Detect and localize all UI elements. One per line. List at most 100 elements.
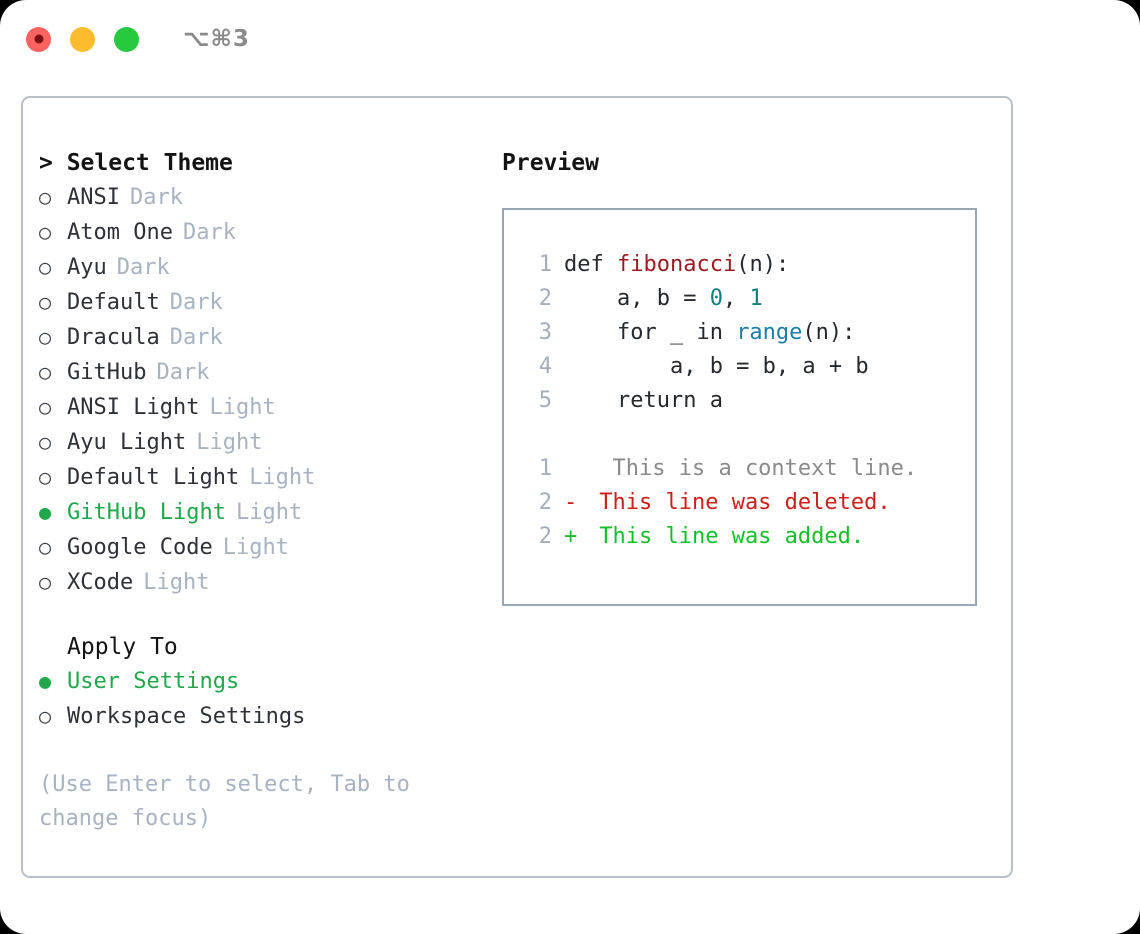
theme-option-variant-tag: Light <box>209 395 276 420</box>
code-line: 2 a, b = 0, 1 <box>522 282 975 316</box>
theme-option-label: Dracula <box>67 325 160 350</box>
theme-option-label: Ayu <box>67 255 107 280</box>
theme-option-label: Ayu Light <box>67 430 187 455</box>
radio-unselected-icon: ○ <box>39 465 52 489</box>
token-plain: return a <box>564 388 723 413</box>
title-bar: ⌥⌘3 <box>0 0 1140 78</box>
token-number: 1 <box>749 286 763 311</box>
diff-line-text: This is a context line. <box>586 456 918 481</box>
code-diff-spacer <box>522 418 975 452</box>
theme-option-label: GitHub <box>67 360 147 385</box>
token-plain: def <box>564 252 617 277</box>
code-line-text: return a <box>564 384 723 418</box>
diff-line-number: 2 <box>538 490 552 515</box>
theme-option-label: ANSI <box>67 185 120 210</box>
theme-option-label: Google Code <box>67 535 213 560</box>
theme-option-4[interactable]: ○ Dracula Dark <box>39 320 489 355</box>
radio-unselected-icon: ○ <box>39 430 52 454</box>
theme-option-variant-tag: Light <box>143 570 210 595</box>
radio-selected-icon: ● <box>39 500 52 524</box>
code-line-text: a, b = b, a + b <box>564 350 869 384</box>
theme-option-2[interactable]: ○ Ayu Dark <box>39 250 489 285</box>
recording-indicator-icon <box>34 34 43 44</box>
theme-option-label: ANSI Light <box>67 395 200 420</box>
token-plain: (n): <box>736 252 790 277</box>
apply-to-block: Apply To ● User Settings ○Workspace Settin… <box>39 630 489 734</box>
theme-option-label: Default Light <box>67 465 240 490</box>
code-line-text: for _ in range(n): <box>564 316 855 350</box>
radio-unselected-icon: ○ <box>39 360 52 384</box>
apply-option-1[interactable]: ○Workspace Settings <box>39 699 489 734</box>
theme-option-8[interactable]: ○ Default Light Light <box>39 460 489 495</box>
diff-line-number: 1 <box>538 456 552 481</box>
theme-option-7[interactable]: ○ Ayu Light Light <box>39 425 489 460</box>
diff-marker <box>564 452 586 486</box>
theme-option-label: Atom One <box>67 220 173 245</box>
diff-sample: 1 This is a context line.2- This line wa… <box>522 452 975 554</box>
radio-unselected-icon: ○ <box>39 325 52 349</box>
maximize-button[interactable] <box>114 26 139 52</box>
token-plain: , <box>722 286 750 311</box>
apply-option-label: User Settings <box>67 669 240 694</box>
theme-option-variant-tag: Light <box>249 465 316 490</box>
diff-line-add: 2 + This line was added. <box>522 520 975 554</box>
radio-selected-icon: ● <box>39 669 52 693</box>
preview-title: Preview <box>502 150 599 176</box>
code-line: 3 for _ in range(n): <box>522 316 975 350</box>
theme-option-variant-tag: Dark <box>116 255 170 280</box>
theme-option-label: GitHub Light <box>67 500 226 525</box>
code-line-text: def fibonacci(n): <box>564 248 789 282</box>
diff-line-number: 2 <box>538 524 552 549</box>
apply-to-header: Apply To <box>67 634 178 660</box>
minimize-button[interactable] <box>70 26 95 52</box>
diff-line-ctx: 1 This is a context line. <box>522 452 975 486</box>
theme-option-variant-tag: Dark <box>182 220 236 245</box>
diff-marker: + <box>564 524 578 549</box>
code-line-number: 4 <box>538 354 552 379</box>
theme-option-variant-tag: Dark <box>156 360 210 385</box>
theme-option-variant-tag: Light <box>196 430 263 455</box>
diff-line-text: This line was deleted. <box>586 490 891 515</box>
radio-unselected-icon: ○ <box>39 185 52 209</box>
theme-option-variant-tag: Light <box>235 500 303 525</box>
keyboard-shortcut-label: ⌥⌘3 <box>183 26 250 52</box>
theme-option-5[interactable]: ○ GitHub Dark <box>39 355 489 390</box>
keyboard-hint-text: (Use Enter to select, Tab to change focu… <box>39 772 410 831</box>
radio-unselected-icon: ○ <box>39 704 52 728</box>
close-button[interactable] <box>26 26 51 52</box>
select-theme-header: > Select Theme <box>39 150 233 176</box>
theme-option-label: XCode <box>67 570 134 595</box>
theme-option-9[interactable]: ● GitHub Light Light <box>39 495 489 530</box>
apply-to-option-list[interactable]: ● User Settings ○Workspace Settings <box>39 664 489 734</box>
theme-option-variant-tag: Dark <box>169 290 223 315</box>
token-builtin: range <box>736 320 803 345</box>
theme-option-variant-tag: Light <box>222 535 289 560</box>
radio-unselected-icon: ○ <box>39 395 52 419</box>
theme-option-variant-tag: Dark <box>169 325 223 350</box>
token-function: fibonacci <box>616 252 737 277</box>
diff-line-text: This line was added. <box>586 524 865 549</box>
code-line: 4 a, b = b, a + b <box>522 350 975 384</box>
code-line-number: 1 <box>538 252 552 277</box>
token-plain: a, b = b, a + b <box>564 354 869 379</box>
radio-unselected-icon: ○ <box>39 290 52 314</box>
code-line: 5 return a <box>522 384 975 418</box>
code-line-text: a, b = 0, 1 <box>564 282 763 316</box>
theme-option-6[interactable]: ○ ANSI Light Light <box>39 390 489 425</box>
radio-unselected-icon: ○ <box>39 255 52 279</box>
code-line-number: 3 <box>538 320 552 345</box>
token-number: 0 <box>709 286 723 311</box>
apply-option-0[interactable]: ● User Settings <box>39 664 489 699</box>
